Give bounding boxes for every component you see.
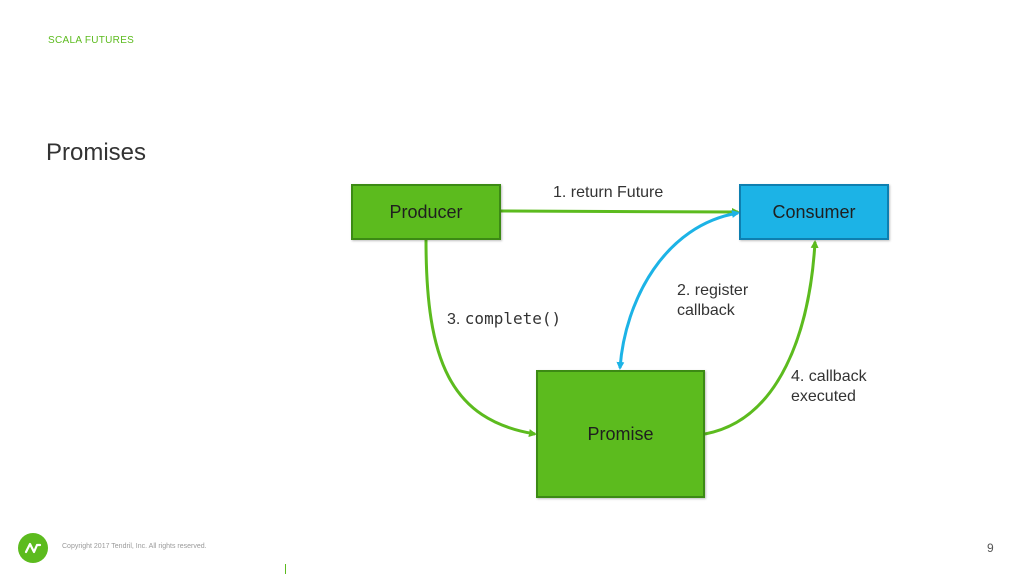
label-executed-line2: executed bbox=[791, 388, 856, 405]
arrow-return-future bbox=[500, 207, 740, 216]
slide-title: Promises bbox=[46, 139, 147, 166]
label-complete-code: complete() bbox=[464, 309, 562, 328]
arrow-register-callback bbox=[616, 210, 740, 370]
producer-node: Producer bbox=[351, 184, 501, 240]
label-complete: 3. complete() bbox=[447, 309, 561, 330]
label-register-line2: callback bbox=[677, 302, 735, 319]
promise-node: Promise bbox=[536, 370, 705, 498]
page-number: 9 bbox=[987, 541, 994, 555]
producer-label: Producer bbox=[389, 201, 463, 222]
label-callback-executed: 4. callback executed bbox=[791, 367, 867, 407]
label-return-future: 1. return Future bbox=[553, 184, 664, 201]
consumer-node: Consumer bbox=[739, 184, 889, 240]
arrow-complete bbox=[424, 239, 537, 437]
promise-label: Promise bbox=[587, 423, 654, 444]
label-register-line1: 2. register bbox=[677, 282, 749, 299]
copyright-text: Copyright 2017 Tendril, Inc. All rights … bbox=[62, 543, 207, 550]
section-label: SCALA FUTURES bbox=[48, 35, 135, 46]
label-complete-prefix: 3. bbox=[447, 311, 461, 328]
footer-divider bbox=[285, 564, 286, 574]
consumer-label: Consumer bbox=[772, 201, 856, 222]
tendril-logo-icon bbox=[18, 533, 48, 563]
arrow-callback-executed bbox=[704, 240, 819, 436]
label-executed-line1: 4. callback bbox=[791, 368, 867, 385]
label-register-callback: 2. register callback bbox=[677, 281, 748, 321]
